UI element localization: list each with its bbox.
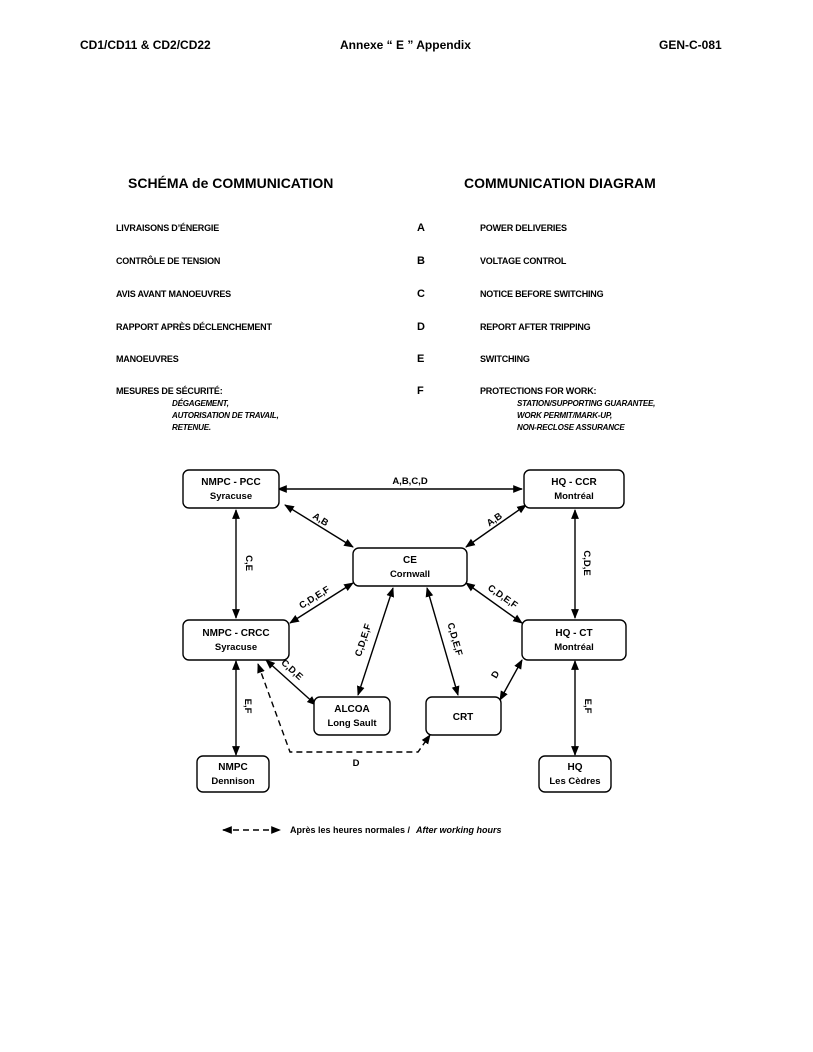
edge-label: C,D,E	[279, 658, 305, 683]
edge-label: A,B	[485, 511, 505, 529]
edge-label: D	[353, 758, 360, 769]
node-hq-ct: HQ - CT Montréal	[521, 619, 627, 661]
node-crt: CRT	[425, 696, 502, 736]
node-label: CRT	[453, 712, 474, 723]
node-nmpc-pcc: NMPC - PCC Syracuse	[182, 469, 280, 509]
node-label: NMPC	[218, 762, 247, 773]
security-en-item: WORK PERMIT/MARK-UP,	[517, 411, 612, 420]
node-label: HQ - CCR	[551, 477, 597, 488]
edge-ce-crt	[425, 587, 460, 696]
node-label: NMPC - CRCC	[202, 628, 269, 639]
code-row-en: NOTICE BEFORE SWITCHING	[480, 289, 604, 299]
code-row-en: VOLTAGE CONTROL	[480, 256, 567, 266]
edge-label: A,B	[310, 511, 330, 529]
edge-label: C,E	[243, 555, 254, 571]
node-sublabel: Syracuse	[215, 642, 257, 653]
node-sublabel: Cornwall	[390, 569, 430, 580]
edge-ct-crt	[499, 659, 523, 701]
code-row-en: PROTECTIONS FOR WORK:	[480, 386, 597, 396]
edge-label: C,D,E,F	[444, 622, 464, 658]
node-sublabel: Dennison	[211, 776, 254, 787]
edge-ct-ce	[465, 582, 523, 624]
header-left: CD1/CD11 & CD2/CD22	[80, 38, 211, 52]
node-label: HQ	[568, 762, 583, 773]
edge-label: C,D,E,F	[485, 583, 519, 611]
code-row-en: SWITCHING	[480, 354, 530, 364]
legend-italic-text: After working hours	[415, 825, 502, 835]
title-english: COMMUNICATION DIAGRAM	[464, 175, 656, 191]
header-center: Annexe “ E ” Appendix	[340, 38, 471, 52]
code-letter: A	[417, 222, 425, 234]
code-row-en: POWER DELIVERIES	[480, 223, 567, 233]
edge-pcc-ce	[284, 504, 354, 548]
edge-crcc-ce	[289, 582, 354, 624]
code-letter: D	[417, 321, 425, 333]
security-en-item: STATION/SUPPORTING GUARANTEE,	[517, 399, 656, 408]
node-sublabel: Montréal	[554, 491, 594, 502]
code-letter: C	[417, 288, 425, 300]
code-row-fr: MANOEUVRES	[116, 354, 179, 364]
node-label: CE	[403, 555, 417, 566]
edge-label: A,B,C,D	[392, 476, 428, 487]
security-en-item: NON-RECLOSE ASSURANCE	[517, 423, 625, 432]
edge-label: E,F	[242, 699, 253, 714]
security-fr-item: RETENUE.	[172, 423, 211, 432]
edge-ccr-ce	[465, 504, 527, 548]
code-letter: F	[417, 385, 424, 397]
edge-label: E,F	[582, 699, 593, 714]
node-alcoa: ALCOA Long Sault	[313, 696, 391, 736]
node-nmpc-crcc: NMPC - CRCC Syracuse	[182, 619, 290, 661]
code-row-fr: CONTRÔLE DE TENSION	[116, 256, 221, 266]
code-row-fr: RAPPORT APRÈS DÉCLENCHEMENT	[116, 322, 272, 332]
node-label: NMPC - PCC	[201, 477, 260, 488]
code-row-en: REPORT AFTER TRIPPING	[480, 322, 591, 332]
code-letter: B	[417, 255, 425, 267]
edge-crcc-crt-dashed	[257, 663, 431, 753]
code-row-fr: LIVRAISONS D’ÉNERGIE	[116, 223, 220, 233]
node-nmpc-dennison: NMPC Dennison	[196, 755, 270, 793]
node-hq-cedres: HQ Les Cèdres	[538, 755, 612, 793]
node-sublabel: Les Cèdres	[549, 776, 600, 787]
security-fr-item: DÉGAGEMENT,	[172, 399, 229, 408]
legend-text: Après les heures normales /	[290, 825, 411, 835]
edge-label: C,D,E,F	[353, 622, 374, 658]
code-row-fr: AVIS AVANT MANOEUVRES	[116, 289, 231, 299]
code-row-fr: MESURES DE SÉCURITÉ:	[116, 386, 223, 396]
header-right: GEN-C-081	[659, 38, 722, 52]
security-fr-item: AUTORISATION DE TRAVAIL,	[172, 411, 279, 420]
node-sublabel: Long Sault	[327, 718, 377, 729]
edge-label: D	[489, 669, 502, 681]
node-ce: CE Cornwall	[352, 547, 468, 587]
node-hq-ccr: HQ - CCR Montréal	[523, 469, 625, 509]
edge-label: C,D,E	[581, 550, 592, 575]
title-french: SCHÉMA de COMMUNICATION	[128, 175, 334, 191]
node-label: ALCOA	[334, 704, 370, 715]
node-label: HQ - CT	[555, 628, 592, 639]
node-sublabel: Montréal	[554, 642, 594, 653]
node-sublabel: Syracuse	[210, 491, 252, 502]
code-letter: E	[417, 353, 425, 365]
